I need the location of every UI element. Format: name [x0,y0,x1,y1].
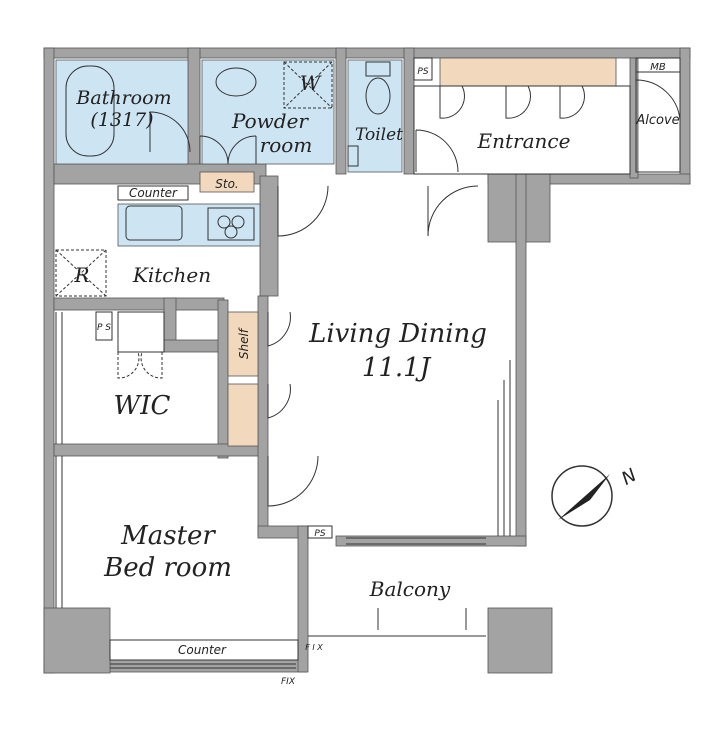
label-mb: MB [650,62,666,73]
label-bath-size: (1317) [90,109,153,131]
label-fix-vertical: F I X [305,643,323,652]
compass-north: N [618,465,640,490]
label-living-size: 11.1J [362,353,432,383]
label-entrance: Entrance [477,129,571,153]
wet-areas [55,59,403,247]
label-alcove: Alcove [635,113,679,128]
door-swings [117,79,681,507]
fixture-labels: W R Sto. Counter Counter Shelf PS P S PS… [73,62,665,687]
windows [55,312,511,669]
label-bathroom: Bathroom [75,87,171,109]
fixtures [55,57,681,661]
label-balcony: Balcony [369,577,451,601]
label-master: Master [120,521,216,551]
label-ps-wic: P S [97,323,111,333]
label-counter-top: Counter [129,186,178,200]
room-labels: Bathroom (1317) Powder room Toilet Entra… [75,87,679,601]
walls [43,47,691,674]
label-counter-bottom: Counter [178,643,227,657]
compass: N [551,465,640,527]
label-washer: W [300,71,322,95]
label-powder-room: room [260,133,313,157]
label-ps-living: PS [314,529,325,539]
label-fridge: R [73,263,89,287]
label-living-dining: Living Dining [308,319,487,349]
label-ps-entrance: PS [417,67,428,77]
label-shelf: Shelf [237,327,251,359]
compass-circle [551,465,613,527]
compass-needle-icon [558,474,610,520]
label-toilet: Toilet [355,125,403,145]
label-storage: Sto. [215,177,238,191]
label-fix-bottom: FIX [281,677,296,687]
label-bed-room: Bed room [103,553,232,583]
label-wic: WIC [114,391,171,421]
label-kitchen: Kitchen [132,263,211,287]
storage-fills [199,57,617,447]
label-powder: Powder [231,109,309,133]
